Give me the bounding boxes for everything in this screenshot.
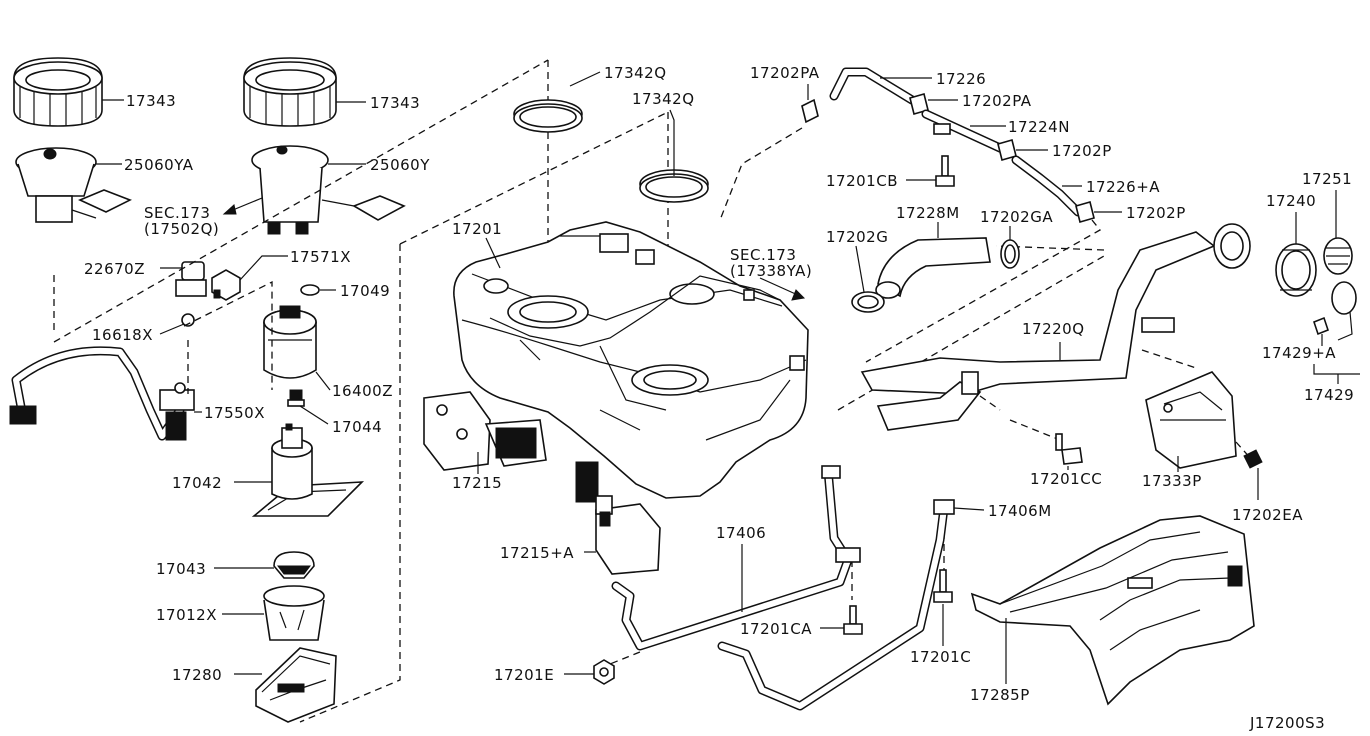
callout-16400z: 16400Z xyxy=(332,382,393,400)
insulator-17215a[interactable] xyxy=(575,461,661,575)
callout-17012x: 17012X xyxy=(156,606,217,624)
sec173-17338ya-reference: SEC.173 (17338YA) xyxy=(730,246,812,301)
callout-17215: 17215 xyxy=(452,474,502,492)
filler-protector-17333p[interactable] xyxy=(1145,371,1237,469)
tank-band-17406[interactable] xyxy=(611,465,861,651)
bolt-17201cc[interactable] xyxy=(1055,433,1083,465)
callout-17202pa-1: 17202PA xyxy=(750,64,820,82)
callout-17226a: 17226+A xyxy=(1086,178,1160,196)
gasket-17342q-1[interactable] xyxy=(513,99,583,133)
clip-17202ea[interactable] xyxy=(1243,449,1263,469)
callout-17202p-2: 17202P xyxy=(1126,204,1186,222)
callout-17049: 17049 xyxy=(340,282,390,300)
vent-hose-17226[interactable] xyxy=(829,67,917,105)
fuel-pump-17042[interactable] xyxy=(251,423,365,517)
o-ring-17049[interactable] xyxy=(300,284,320,296)
callout-16618x: 16618X xyxy=(92,326,153,344)
callout-17251: 17251 xyxy=(1302,170,1352,188)
callout-17202ga: 17202GA xyxy=(980,208,1053,226)
callout-17215a: 17215+A xyxy=(500,544,574,562)
filler-hose-17228m[interactable] xyxy=(875,237,991,299)
insulator-17215[interactable] xyxy=(423,391,547,471)
nut-17201e[interactable] xyxy=(593,659,615,685)
pressure-regulator-22670z[interactable] xyxy=(175,261,207,327)
harness-17550x[interactable] xyxy=(9,346,195,441)
callout-17240: 17240 xyxy=(1266,192,1316,210)
valve-17044[interactable] xyxy=(287,389,305,407)
bolt-17201cb[interactable] xyxy=(935,155,955,187)
reservoir-cup-17012x[interactable] xyxy=(263,585,325,641)
callout-17044: 17044 xyxy=(332,418,382,436)
callout-25060ya: 25060YA xyxy=(124,156,194,174)
sec173-ref-17502q: (17502Q) xyxy=(144,220,219,238)
callout-17042: 17042 xyxy=(172,474,222,492)
callout-17343-right: 17343 xyxy=(370,94,420,112)
bolt-17201c[interactable] xyxy=(933,569,953,603)
clamp-17202pa-1[interactable] xyxy=(801,98,819,124)
callout-17201ca: 17201CA xyxy=(740,620,812,638)
callout-17226: 17226 xyxy=(936,70,986,88)
clamp-17202g[interactable] xyxy=(851,291,885,313)
sec173-label-2: SEC.173 xyxy=(730,246,796,264)
callout-17043: 17043 xyxy=(156,560,206,578)
callout-17202ea: 17202EA xyxy=(1232,506,1303,524)
heat-insulator-17285p[interactable] xyxy=(970,515,1255,706)
callout-17285p: 17285P xyxy=(970,686,1030,704)
callout-17220q: 17220Q xyxy=(1022,320,1085,338)
callout-17228m: 17228M xyxy=(896,204,960,222)
callout-17550x: 17550X xyxy=(204,404,265,422)
fuel-level-sensor-25060ya[interactable] xyxy=(15,147,132,223)
callout-17202pa-2: 17202PA xyxy=(962,92,1032,110)
clamp-17202ga[interactable] xyxy=(1000,239,1020,269)
fuel-filter-16400z[interactable] xyxy=(263,305,317,379)
filler-tube-17220q[interactable] xyxy=(860,223,1251,431)
sec173-ref-17338ya: (17338YA) xyxy=(730,262,812,280)
jet-pump-17043[interactable] xyxy=(273,551,315,579)
tank-band-17406m[interactable] xyxy=(717,499,955,711)
callout-17201cb: 17201CB xyxy=(826,172,898,190)
sec173-label-1: SEC.173 xyxy=(144,204,210,222)
diagram-id: J17200S3 xyxy=(1249,714,1325,732)
connector-17571x[interactable] xyxy=(211,269,241,301)
callout-17429a: 17429+A xyxy=(1262,344,1336,362)
filler-cap-17251[interactable] xyxy=(1323,237,1353,275)
callout-17343-left: 17343 xyxy=(126,92,176,110)
fuel-level-sensor-25060y[interactable] xyxy=(251,145,406,235)
callout-17201c: 17201C xyxy=(910,648,971,666)
callout-25060y: 25060Y xyxy=(370,156,430,174)
callout-17280: 17280 xyxy=(172,666,222,684)
fuel-tank-17201[interactable] xyxy=(453,221,809,499)
callout-17342q-2: 17342Q xyxy=(632,90,695,108)
callout-17201cc: 17201CC xyxy=(1030,470,1102,488)
filler-ring-17240[interactable] xyxy=(1275,243,1317,297)
callout-22670z: 22670Z xyxy=(84,260,145,278)
clamp-17202p-2[interactable] xyxy=(1075,201,1095,223)
callout-17406: 17406 xyxy=(716,524,766,542)
callout-17201: 17201 xyxy=(452,220,502,238)
callout-17333p: 17333P xyxy=(1142,472,1202,490)
callout-17202g: 17202G xyxy=(826,228,888,246)
sec173-17502q-reference: SEC.173 (17502Q) xyxy=(144,197,263,238)
callout-17571x: 17571X xyxy=(290,248,351,266)
callout-17202p-1: 17202P xyxy=(1052,142,1112,160)
callout-17406m: 17406M xyxy=(988,502,1052,520)
vent-hose-17226a[interactable] xyxy=(1011,155,1083,217)
lock-ring-17343-left[interactable] xyxy=(13,57,103,127)
callout-17201e: 17201E xyxy=(494,666,554,684)
reservoir-tray-17280[interactable] xyxy=(255,647,337,723)
cap-tether-17429a[interactable] xyxy=(1313,281,1357,341)
bolt-17201ca[interactable] xyxy=(843,605,863,635)
callout-17429: 17429 xyxy=(1304,386,1354,404)
callout-17224n: 17224N xyxy=(1008,118,1070,136)
callout-17342q-1: 17342Q xyxy=(604,64,667,82)
vent-tube-17224n[interactable] xyxy=(921,109,1005,153)
lock-ring-17343-right[interactable] xyxy=(243,57,337,127)
